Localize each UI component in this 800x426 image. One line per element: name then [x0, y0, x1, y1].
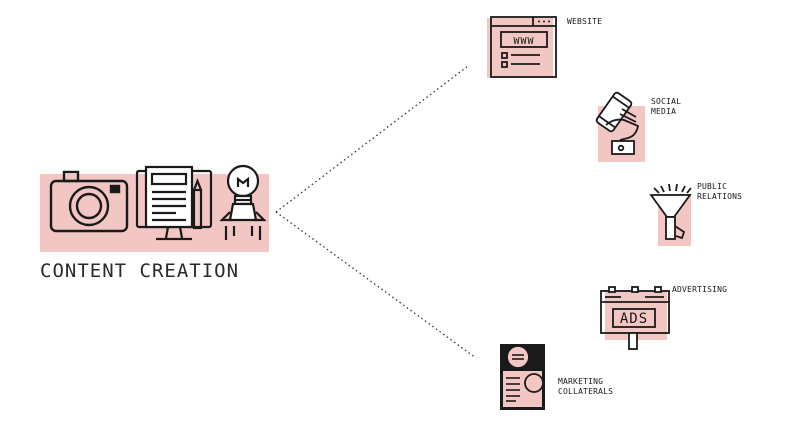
public-relations-label-line1: PUBLIC [697, 182, 728, 191]
connector-lower [275, 211, 477, 359]
marketing-collaterals-label-line2: COLLATERALS [558, 387, 614, 396]
marketing-collaterals-icon [500, 344, 545, 410]
marketing-collaterals-label: MARKETING COLLATERALS [558, 377, 613, 397]
connector-upper [275, 65, 469, 213]
advertising-icon-text: ADS [620, 311, 648, 327]
advertising-icon: ADS [600, 286, 670, 350]
lightbulb-rocket-icon [219, 164, 267, 240]
social-media-label-line1: SOCIAL [651, 97, 682, 106]
social-media-label: SOCIAL MEDIA [651, 97, 681, 117]
advertising-label: ADVERTISING [672, 285, 728, 294]
public-relations-label: PUBLIC RELATIONS [697, 182, 742, 202]
website-icon: WWW [487, 16, 557, 78]
public-relations-label-line2: RELATIONS [697, 192, 743, 201]
website-label: WEBSITE [567, 17, 603, 26]
monitor-document-icon [135, 165, 213, 241]
social-media-label-line2: MEDIA [651, 107, 677, 116]
content-creation-title: CONTENT CREATION [40, 260, 240, 282]
camera-icon [49, 170, 129, 233]
marketing-collaterals-label-line1: MARKETING [558, 377, 604, 386]
content-creation-icon-group [40, 164, 269, 252]
public-relations-icon [649, 183, 692, 246]
website-icon-text: WWW [513, 36, 534, 47]
connectors [275, 65, 477, 359]
social-media-icon [595, 91, 645, 162]
